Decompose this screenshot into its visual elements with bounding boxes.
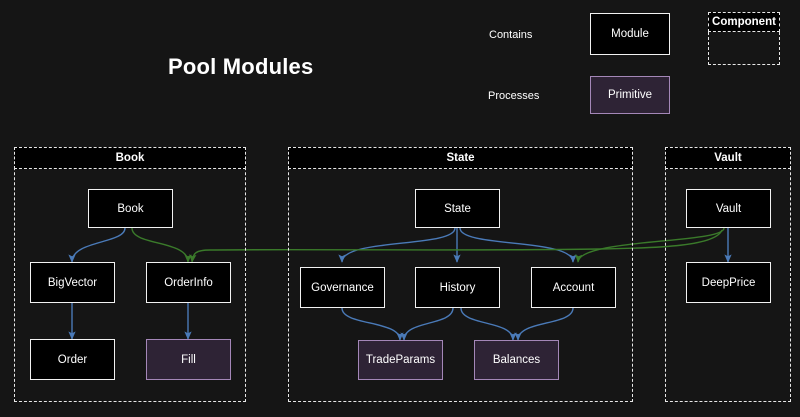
node-account[interactable]: Account bbox=[531, 267, 616, 308]
node-governance[interactable]: Governance bbox=[300, 267, 385, 308]
legend-processes-label: Processes bbox=[488, 90, 540, 102]
edge-state-account bbox=[459, 227, 577, 263]
edge-history-tradeparams bbox=[400, 307, 454, 341]
component-vault-header: Vault bbox=[665, 147, 791, 169]
edge-book-orderinfo bbox=[131, 227, 192, 263]
edge-history-balances bbox=[460, 307, 517, 341]
page-title: Pool Modules bbox=[168, 54, 314, 79]
legend-primitive-box: Primitive bbox=[590, 76, 670, 114]
legend-component-header: Component bbox=[708, 12, 780, 32]
edge-account-balances bbox=[514, 307, 574, 341]
node-orderinfo[interactable]: OrderInfo bbox=[146, 262, 231, 303]
node-tradeparams[interactable]: TradeParams bbox=[358, 340, 443, 380]
component-state-header: State bbox=[288, 147, 633, 169]
node-vault[interactable]: Vault bbox=[686, 189, 771, 228]
edge-vault-orderinfo bbox=[189, 229, 723, 263]
component-book-header: Book bbox=[14, 147, 246, 169]
legend-contains-label: Contains bbox=[489, 29, 533, 41]
edge-book-bigvector bbox=[68, 227, 126, 263]
node-state[interactable]: State bbox=[415, 189, 500, 228]
node-deepprice[interactable]: DeepPrice bbox=[686, 262, 771, 303]
edge-vault-account bbox=[575, 227, 725, 263]
legend-module-box: Module bbox=[590, 13, 670, 55]
edge-governance-tradeparams bbox=[341, 307, 404, 341]
edge-state-governance bbox=[338, 227, 456, 263]
node-balances[interactable]: Balances bbox=[474, 340, 559, 380]
node-bigvector[interactable]: BigVector bbox=[30, 262, 115, 303]
node-fill[interactable]: Fill bbox=[146, 339, 231, 380]
node-book[interactable]: Book bbox=[88, 189, 173, 228]
node-order[interactable]: Order bbox=[30, 339, 115, 380]
node-history[interactable]: History bbox=[415, 267, 500, 308]
